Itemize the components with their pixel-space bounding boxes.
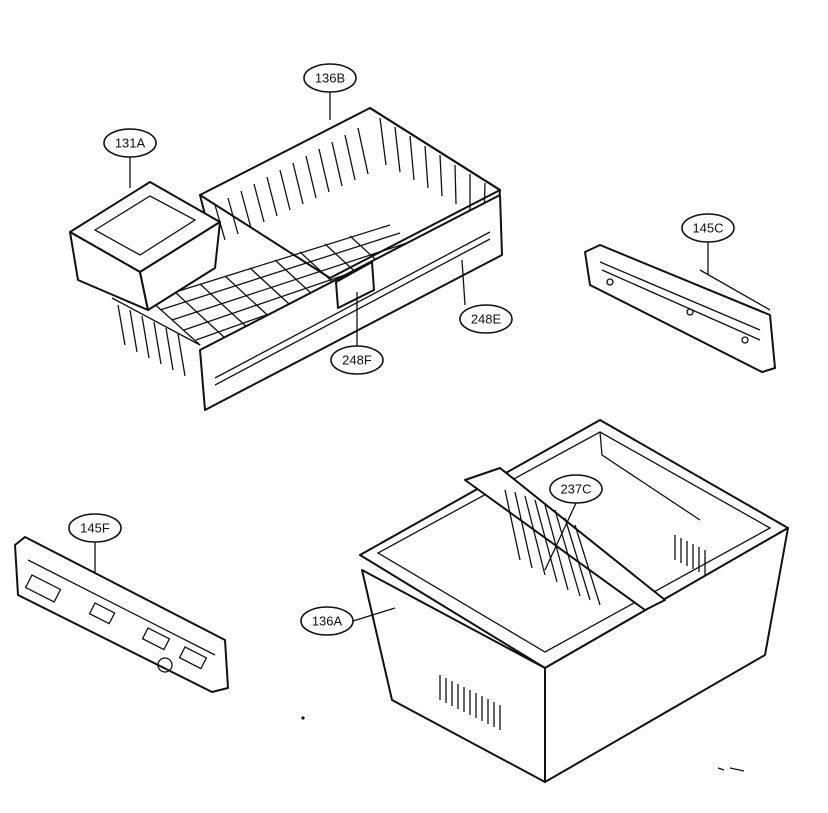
callout-248f: 248F <box>330 345 384 375</box>
callout-248e-text: 248E <box>471 312 502 327</box>
callout-237c: 237C <box>549 474 603 504</box>
wire-basket-136b <box>111 107 503 411</box>
callout-136a: 136A <box>300 606 354 636</box>
scan-marks <box>301 716 745 772</box>
callout-248e: 248E <box>459 304 513 334</box>
callout-145f: 145F <box>68 513 122 543</box>
callout-237c-text: 237C <box>560 482 591 497</box>
callout-136b-text: 136B <box>315 71 345 86</box>
callout-145f-text: 145F <box>80 521 110 536</box>
bracket-145c <box>584 244 776 373</box>
callout-136a-text: 136A <box>312 614 343 629</box>
callout-131a-text: 131A <box>115 136 146 151</box>
bin-131a <box>69 181 221 311</box>
leader-lines <box>94 92 709 622</box>
callout-248f-text: 248F <box>342 353 372 368</box>
bracket-145f <box>14 536 229 693</box>
callout-145c-text: 145C <box>692 221 723 236</box>
callout-131a: 131A <box>103 128 157 158</box>
drawer-136a <box>359 419 789 783</box>
callout-145c: 145C <box>681 213 735 243</box>
callout-136b: 136B <box>303 63 357 93</box>
